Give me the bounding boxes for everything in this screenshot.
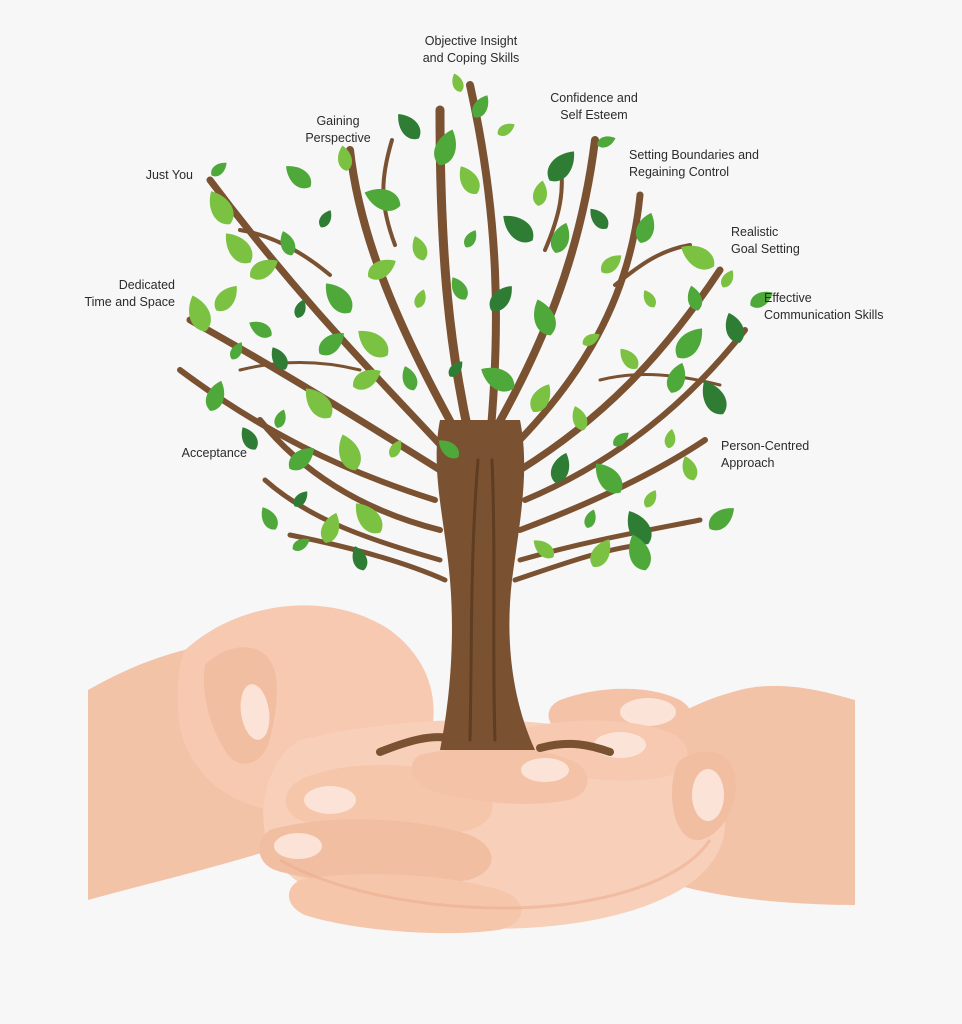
- leaf-icon: [452, 73, 464, 92]
- leaf-icon: [211, 162, 227, 177]
- leaf-icon: [643, 290, 656, 308]
- label-acceptance: Acceptance: [181, 446, 247, 460]
- label-just-you: Just You: [145, 168, 193, 182]
- leaf-icon: [261, 507, 278, 530]
- leaf-icon: [412, 236, 428, 261]
- leaf-icon: [534, 299, 556, 336]
- leaf-icon: [489, 286, 512, 312]
- leaf-icon: [750, 291, 773, 308]
- leaf-icon: [533, 540, 555, 559]
- leaf-icon: [319, 210, 332, 228]
- leaf-icon: [358, 331, 389, 358]
- leaf-icon: [364, 189, 401, 211]
- leaf-icon: [550, 452, 570, 483]
- leaf-icon: [590, 539, 611, 567]
- leaf-icon: [434, 129, 456, 166]
- leaf-icon: [481, 367, 515, 392]
- leaf-icon: [547, 151, 574, 182]
- leaf-icon: [292, 538, 310, 551]
- leaf-icon: [472, 95, 489, 118]
- leaf-icon: [681, 245, 715, 270]
- leaf-icon: [582, 333, 600, 346]
- leaf-icon: [389, 440, 402, 458]
- leaf-icon: [675, 328, 702, 359]
- leaf-icon: [250, 259, 278, 280]
- leaf-icon: [590, 208, 609, 230]
- leaf-icon: [318, 333, 344, 356]
- leaf-icon: [230, 342, 243, 360]
- leaf-icon: [451, 277, 468, 300]
- leaf-icon: [497, 123, 515, 136]
- leaf-icon: [725, 312, 745, 343]
- leaf-icon: [353, 369, 381, 390]
- leaf-icon: [293, 491, 308, 507]
- cupped-hands-icon: [88, 605, 855, 934]
- leaf-icon: [398, 114, 421, 140]
- leaf-icon: [448, 361, 463, 377]
- leaf-icon: [339, 434, 361, 471]
- leaf-icon: [249, 321, 272, 338]
- leaf-icon: [241, 427, 258, 450]
- leaf-icon: [629, 534, 651, 571]
- leaf-icon: [600, 255, 622, 274]
- leaf-icon: [368, 259, 396, 280]
- leaf-icon: [320, 512, 340, 543]
- leaf-icon: [205, 380, 225, 411]
- leaf-icon: [503, 216, 534, 243]
- leaf-icon: [189, 295, 211, 332]
- leaf-icon: [438, 440, 460, 459]
- leaf-icon: [286, 166, 312, 189]
- leaf-icon: [597, 136, 616, 148]
- leaf-icon: [635, 212, 655, 243]
- leaf-icon: [271, 347, 288, 370]
- leaf-icon: [306, 388, 333, 419]
- leaf-icon: [414, 289, 426, 308]
- leaf-icon: [338, 145, 353, 171]
- leaf-icon: [682, 456, 698, 481]
- leaf-icon: [532, 180, 547, 206]
- leaf-icon: [274, 409, 286, 428]
- leaf-icon: [464, 230, 477, 248]
- leaf-icon: [280, 231, 296, 256]
- leaf-icon: [209, 191, 234, 225]
- leaf-icon: [644, 490, 657, 508]
- leaf-icon: [664, 428, 676, 449]
- leaf-icon: [226, 233, 253, 264]
- leaf-icon: [294, 299, 306, 318]
- leaf-icon: [352, 546, 368, 571]
- tree-icon: [177, 73, 773, 756]
- leaf-icon: [613, 432, 629, 447]
- leaf-icon: [584, 509, 596, 528]
- leaf-icon: [708, 508, 734, 531]
- leaf-icon: [620, 348, 639, 370]
- leaf-icon: [459, 166, 480, 194]
- leaf-icon: [596, 463, 623, 494]
- leaf-icon: [687, 285, 703, 311]
- leaf-icon: [326, 283, 353, 314]
- leaf-icon: [402, 366, 418, 391]
- leaf-icon: [530, 384, 551, 412]
- leaf-icon: [214, 286, 237, 312]
- leaf-icon: [288, 448, 314, 471]
- leaf-icon: [702, 381, 727, 415]
- leaf-icon: [550, 222, 570, 253]
- leaf-icon: [721, 270, 734, 288]
- leaf-icon: [356, 503, 383, 534]
- leaf-icon: [666, 362, 686, 393]
- leaf-icon: [572, 406, 588, 431]
